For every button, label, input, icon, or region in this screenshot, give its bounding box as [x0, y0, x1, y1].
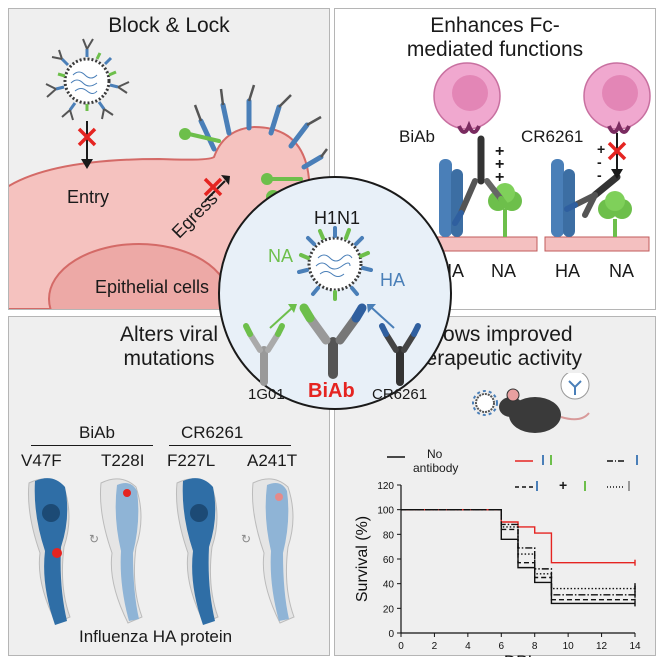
group-biab-label: BiAb: [79, 423, 115, 442]
mouse-icon: [499, 388, 590, 433]
antibody-1g01-label: 1G01: [248, 386, 285, 403]
nk-cell-icon: [433, 62, 501, 134]
entry-label: Entry: [67, 187, 110, 207]
y-tick-label: 20: [383, 604, 395, 615]
survival-chart: 0 20 40 60 80 100 120 0 2 4 6 8 10 12 14DPI Survival (%…: [354, 481, 641, 657]
antibody-cr6261-icon: [379, 323, 421, 386]
protein-structure-icon: [28, 478, 71, 625]
ha-protein-structures: ↻ ↻: [28, 478, 295, 625]
y-axis-label: Survival (%): [354, 516, 371, 602]
biab-label: BiAb: [399, 127, 435, 146]
panel-title-line1: Alters viral: [119, 323, 219, 346]
mutation-f227l: F227L: [167, 451, 216, 470]
panel-title-line2: mediated functions: [406, 38, 584, 61]
protein-structure-icon: [176, 478, 219, 625]
virus-icon: [45, 38, 130, 121]
legend-no-antibody-line2: antibody: [413, 461, 459, 475]
x-tick-label: 0: [398, 641, 404, 652]
legend-plus: +: [559, 477, 568, 493]
y-tick-label: 60: [383, 555, 395, 566]
x-tick-label: 4: [465, 641, 471, 652]
x-tick-label: 8: [532, 641, 538, 652]
nk-cell-icon: [583, 62, 651, 134]
x-axis-label: DPI: [504, 652, 532, 657]
antibody-cr6261-label: CR6261: [372, 386, 428, 403]
caption-ha-protein: Influenza HA protein: [79, 627, 233, 646]
na-label-left: NA: [491, 261, 517, 281]
survival-curve-3: [401, 508, 636, 596]
h1n1-label: H1N1: [314, 208, 361, 228]
panel-title-line2: mutations: [123, 347, 215, 370]
legend-no-antibody-line1: No: [427, 447, 443, 461]
egress-x-icon: [203, 177, 223, 197]
group-cr6261-line: [169, 445, 291, 446]
y-tick-label: 100: [377, 506, 394, 517]
chart-legend: [387, 455, 638, 491]
group-cr6261-label: CR6261: [181, 423, 244, 442]
na-label-right: NA: [609, 261, 635, 281]
antibody-callout-icon: [560, 373, 590, 400]
panel-title-line1: Shows improved: [417, 323, 573, 346]
antibody-biab-label: BiAb: [308, 380, 355, 402]
block-lock-illustration: [9, 38, 328, 309]
panel-title-line1: Enhances Fc-: [430, 14, 560, 37]
center-illustration: [243, 226, 421, 386]
panel-block-lock: Block & Lock: [8, 8, 330, 310]
y-tick-label: 80: [383, 530, 395, 541]
x-tick-label: 6: [499, 641, 505, 652]
fc-illustration: [432, 62, 651, 252]
block-x-icon: [607, 141, 627, 161]
center-circle: H1N1 NA HA 1G01 BiAb CR6261: [218, 176, 452, 410]
plus-signs: + + +: [495, 143, 505, 186]
virus-icon: [472, 390, 498, 416]
mouse-illustration: [472, 373, 590, 433]
x-tick-label: 14: [629, 641, 641, 652]
y-tick-label: 0: [388, 629, 394, 640]
x-tick-label: 2: [432, 641, 438, 652]
antibody-biab-icon: [299, 303, 367, 379]
na-center-label: NA: [268, 246, 294, 266]
svg-text:↻: ↻: [89, 532, 99, 546]
y-tick-label: 40: [383, 580, 395, 591]
mutation-t228i: T228I: [101, 451, 145, 470]
y-tick-label: 120: [377, 481, 394, 492]
group-biab-line: [31, 445, 153, 446]
virus-icon: [297, 226, 373, 301]
protein-structure-icon: [100, 478, 143, 624]
svg-text:↻: ↻: [241, 532, 251, 546]
block-x-icon: [77, 127, 97, 147]
cr6261-label: CR6261: [521, 127, 584, 146]
epithelial-cells-label: Epithelial cells: [95, 277, 210, 297]
mutation-a241t: A241T: [247, 451, 298, 470]
panel-title: Block & Lock: [108, 14, 230, 37]
x-tick-label: 12: [596, 641, 608, 652]
antibody-1g01-icon: [243, 323, 285, 386]
ha-center-label: HA: [380, 270, 406, 290]
minus-signs: + - -: [597, 141, 606, 183]
x-tick-label: 10: [563, 641, 575, 652]
panel-title-line2: therapeutic activity: [408, 347, 582, 370]
survival-curve-5: [401, 508, 636, 601]
mutation-v47f: V47F: [21, 451, 62, 470]
protein-structure-icon: [252, 478, 295, 624]
ha-label-right: HA: [555, 261, 581, 281]
